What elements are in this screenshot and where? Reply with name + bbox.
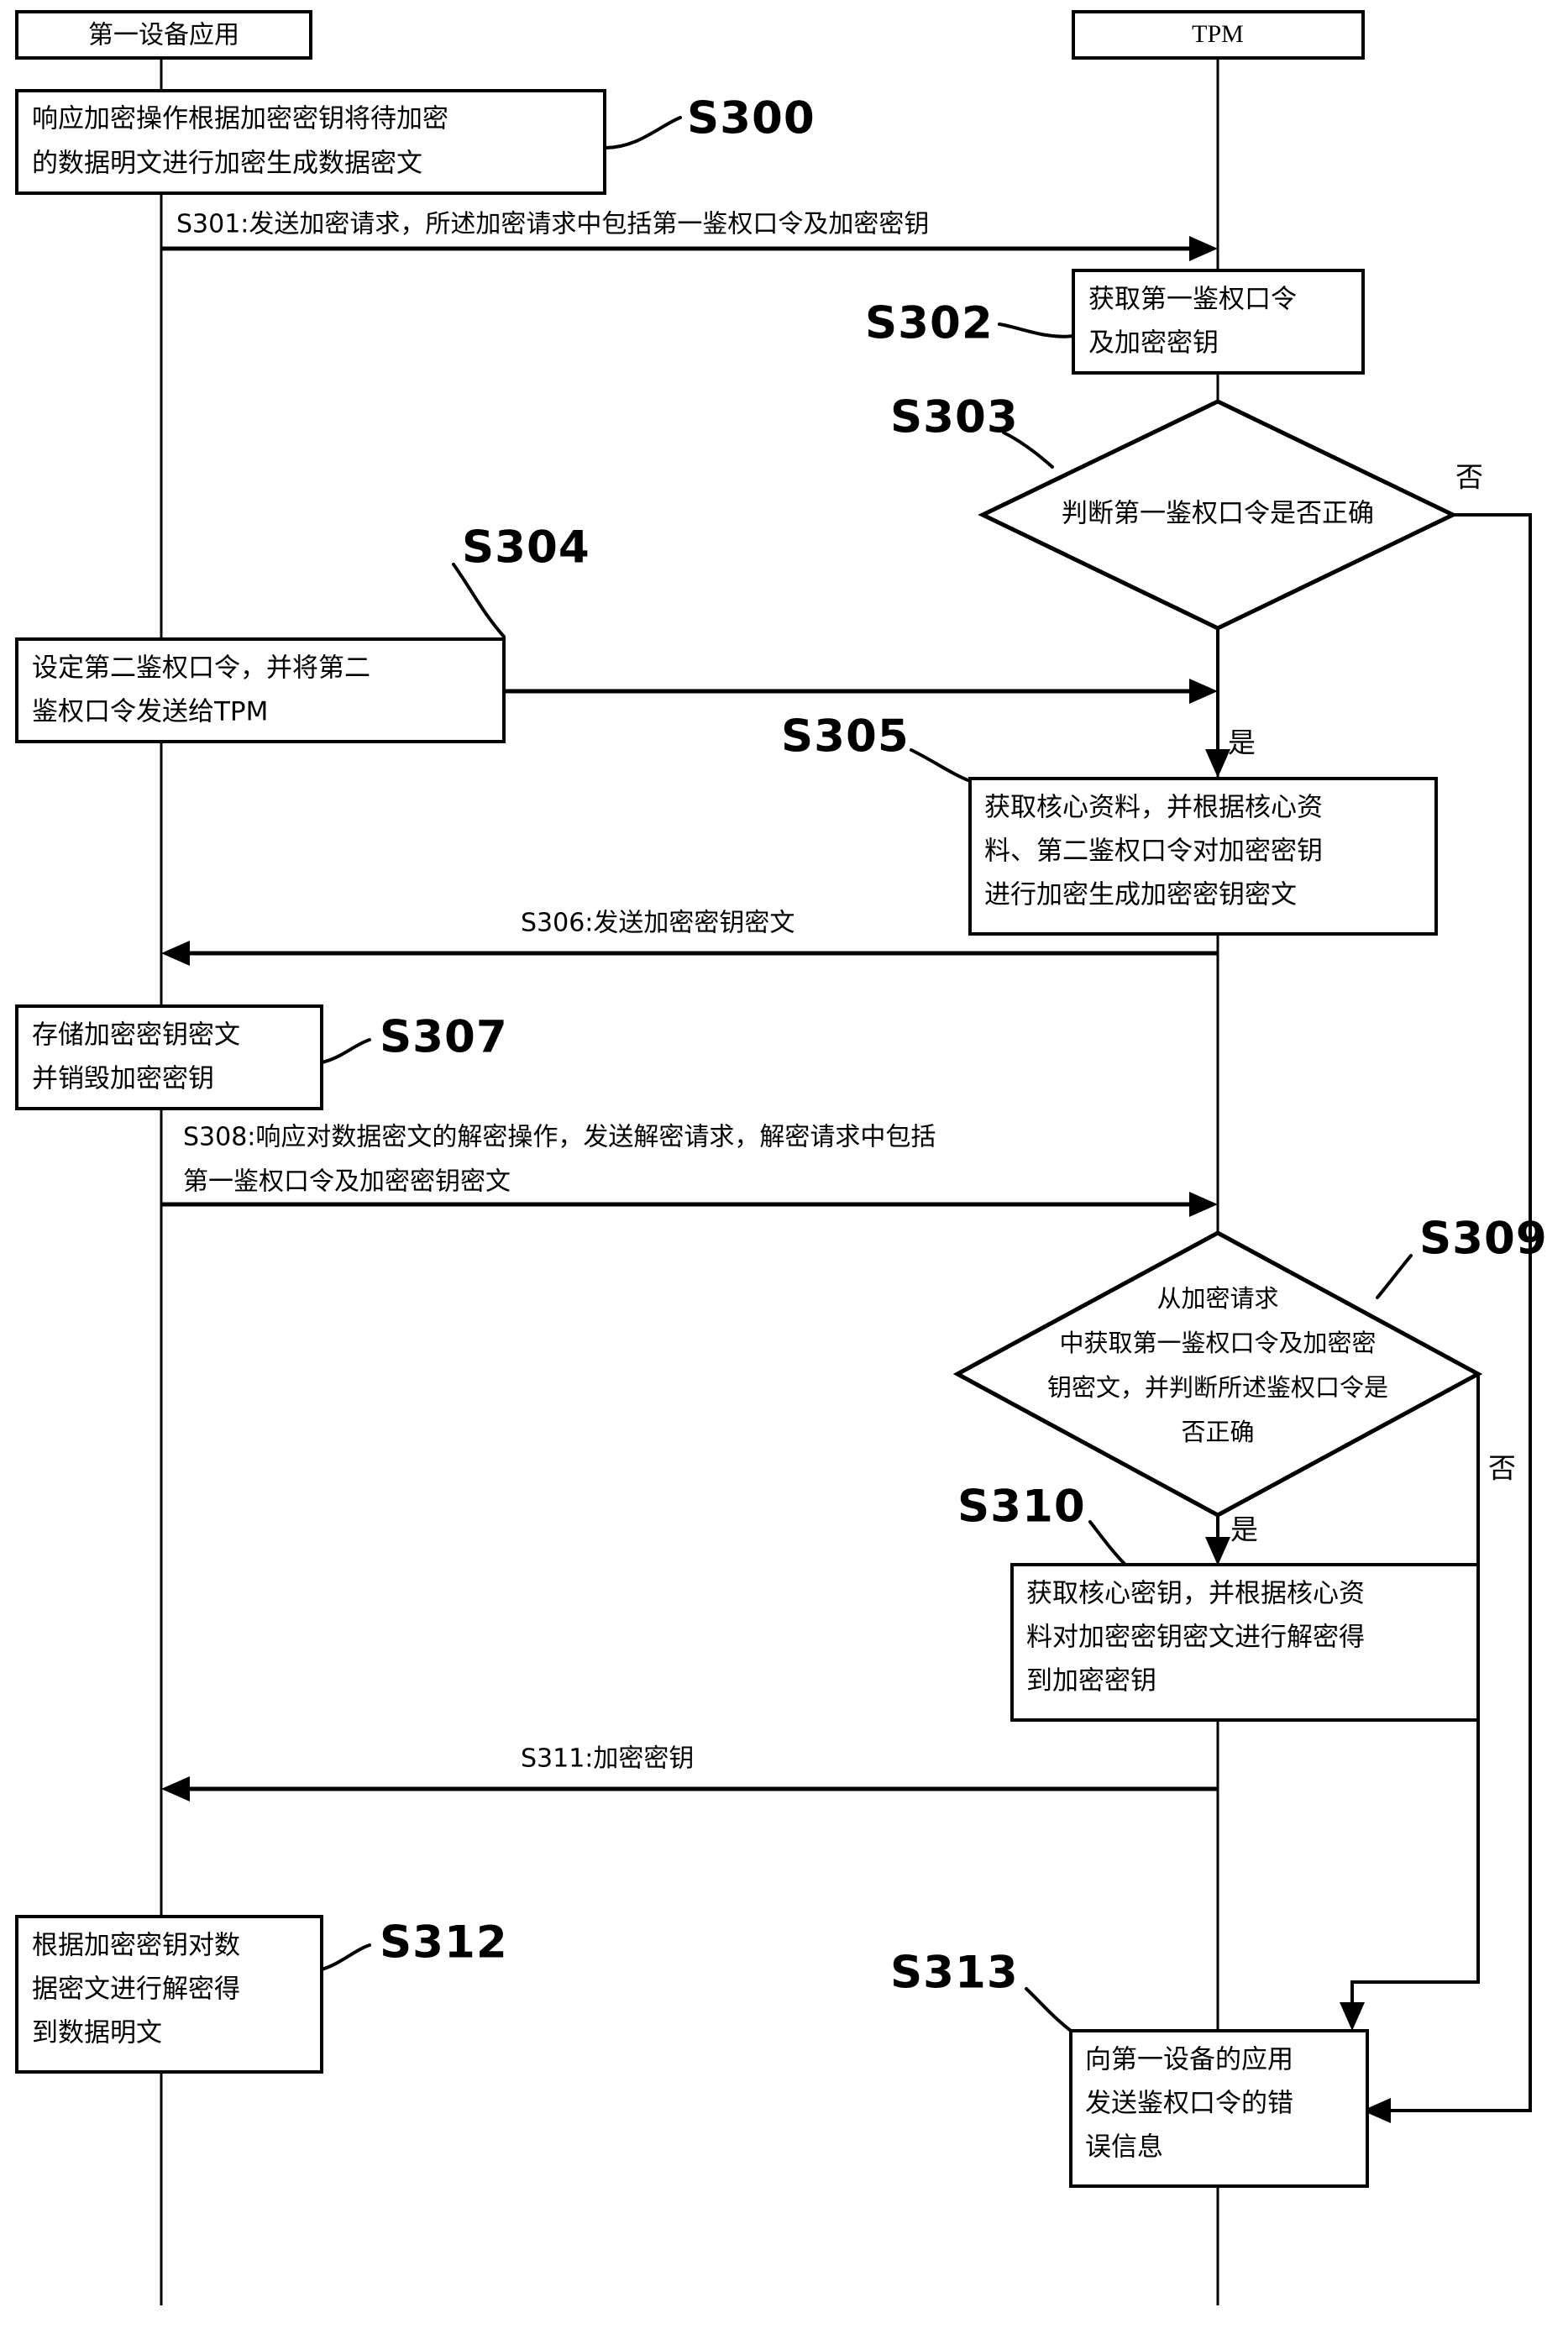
- step-s313-box: [1069, 2029, 1369, 2188]
- lane-header-tpm-label: TPM: [1192, 20, 1244, 48]
- step-s309-label: S309: [1419, 1214, 1548, 1265]
- branch-path-no-1: [1377, 513, 1532, 2112]
- step-s312-line-1: 根据加密密钥对数: [32, 1931, 240, 1961]
- branch-label-no-2: 否: [1488, 1452, 1516, 1485]
- step-s309-line-2: 中获取第一鉴权口令及加密密: [1059, 1329, 1376, 1357]
- step-s309-leader: [1376, 1254, 1413, 1299]
- step-s303-label: S303: [890, 392, 1019, 443]
- step-s303-line-1: 判断第一鉴权口令是否正确: [1062, 499, 1374, 529]
- step-s310-label: S310: [957, 1482, 1086, 1533]
- step-s312-box: [15, 1915, 323, 2074]
- step-s313-leader: [1025, 1987, 1072, 2032]
- step-s312-line-3: 到数据明文: [32, 2018, 162, 2048]
- message-s311-text: S311:加密密钥: [521, 1744, 694, 1774]
- message-s308-line-1: S308:响应对数据密文的解密操作，发送解密请求，解密请求中包括: [183, 1123, 936, 1152]
- step-s300-line-1: 响应加密操作根据加密密钥将待加密: [32, 104, 448, 134]
- branch-path-yes-1-arrowhead: [1205, 749, 1230, 778]
- message-s301-arrowhead: [1189, 236, 1218, 261]
- step-s304-label: S304: [462, 522, 590, 574]
- step-s300-leader: [603, 116, 682, 149]
- step-s304-line-2: 鉴权口令发送给TPM: [32, 697, 268, 727]
- step-s307-line-2: 并销毁加密密钥: [32, 1064, 214, 1094]
- step-s307-box: [15, 1004, 323, 1110]
- step-s305-line-2: 料、第二鉴权口令对加密密钥: [984, 836, 1323, 867]
- message-s306-arrowhead: [161, 941, 190, 966]
- step-s309-line-4: 否正确: [1181, 1418, 1254, 1446]
- message-s311-arrowhead: [161, 1776, 190, 1801]
- step-s303-leader: [1002, 431, 1054, 469]
- step-s312-line-2: 据密文进行解密得: [32, 1975, 240, 2005]
- step-s302-label: S302: [865, 298, 994, 349]
- step-s300-box: [15, 89, 606, 195]
- step-s310-leader: [1088, 1520, 1127, 1566]
- branch-path-no-2-arrowhead: [1340, 2002, 1365, 2031]
- lane-header-app-box: [15, 10, 312, 60]
- branch-label-no-1: 否: [1455, 461, 1483, 494]
- step-s307-label: S307: [380, 1012, 508, 1063]
- step-s312-label: S312: [380, 1917, 508, 1969]
- step-s305-leader: [910, 748, 972, 783]
- step-s302-line-2: 及加密密钥: [1088, 328, 1219, 359]
- step-s310-line-1: 获取核心密钥，并根据核心资: [1026, 1579, 1365, 1609]
- step-s302-leader: [998, 323, 1075, 338]
- step-s300-label: S300: [687, 93, 815, 144]
- step-s310-line-3: 到加密密钥: [1026, 1666, 1156, 1697]
- step-s304-line-1: 设定第二鉴权口令，并将第二: [32, 653, 370, 684]
- branch-label-yes-2: 是: [1230, 1513, 1258, 1546]
- message-s304-arrowhead: [1189, 679, 1218, 704]
- lane-header-tpm-box: [1072, 10, 1365, 60]
- branch-label-yes-1: 是: [1228, 726, 1256, 759]
- step-s309-line-3: 钥密文，并判断所述鉴权口令是: [1047, 1373, 1388, 1402]
- step-s310-line-2: 料对加密密钥密文进行解密得: [1026, 1623, 1365, 1653]
- step-s310-box: [1010, 1563, 1480, 1722]
- step-s307-line-1: 存储加密密钥密文: [32, 1020, 240, 1051]
- message-s301-text: S301:发送加密请求，所述加密请求中包括第一鉴权口令及加密密钥: [176, 210, 929, 239]
- step-s305-box: [968, 777, 1438, 936]
- step-s304-leader: [452, 563, 506, 638]
- step-s313-line-3: 误信息: [1085, 2132, 1163, 2163]
- step-s313-line-1: 向第一设备的应用: [1085, 2045, 1293, 2075]
- step-s313-label: S313: [890, 1948, 1019, 1999]
- step-s313-line-2: 发送鉴权口令的错: [1085, 2089, 1293, 2119]
- message-s308-arrowhead: [1189, 1192, 1218, 1217]
- step-s307-leader: [320, 1038, 371, 1064]
- message-s306-text: S306:发送加密密钥密文: [521, 909, 794, 938]
- branch-path-yes-2-arrowhead: [1205, 1537, 1230, 1565]
- step-s305-line-1: 获取核心资料，并根据核心资: [984, 793, 1323, 823]
- step-s312-leader: [320, 1943, 371, 1971]
- step-s302-line-1: 获取第一鉴权口令: [1088, 285, 1297, 315]
- step-s309-line-1: 从加密请求: [1156, 1284, 1278, 1313]
- lane-header-app-label: 第一设备应用: [88, 21, 239, 50]
- step-s305-label: S305: [781, 711, 910, 763]
- message-s308-line-2: 第一鉴权口令及加密密钥密文: [183, 1167, 511, 1197]
- branch-path-no-1-arrowhead: [1362, 2098, 1391, 2123]
- step-s300-line-2: 的数据明文进行加密生成数据密文: [32, 149, 422, 179]
- step-s305-line-3: 进行加密生成加密密钥密文: [984, 880, 1297, 910]
- step-s304-box: [15, 637, 506, 743]
